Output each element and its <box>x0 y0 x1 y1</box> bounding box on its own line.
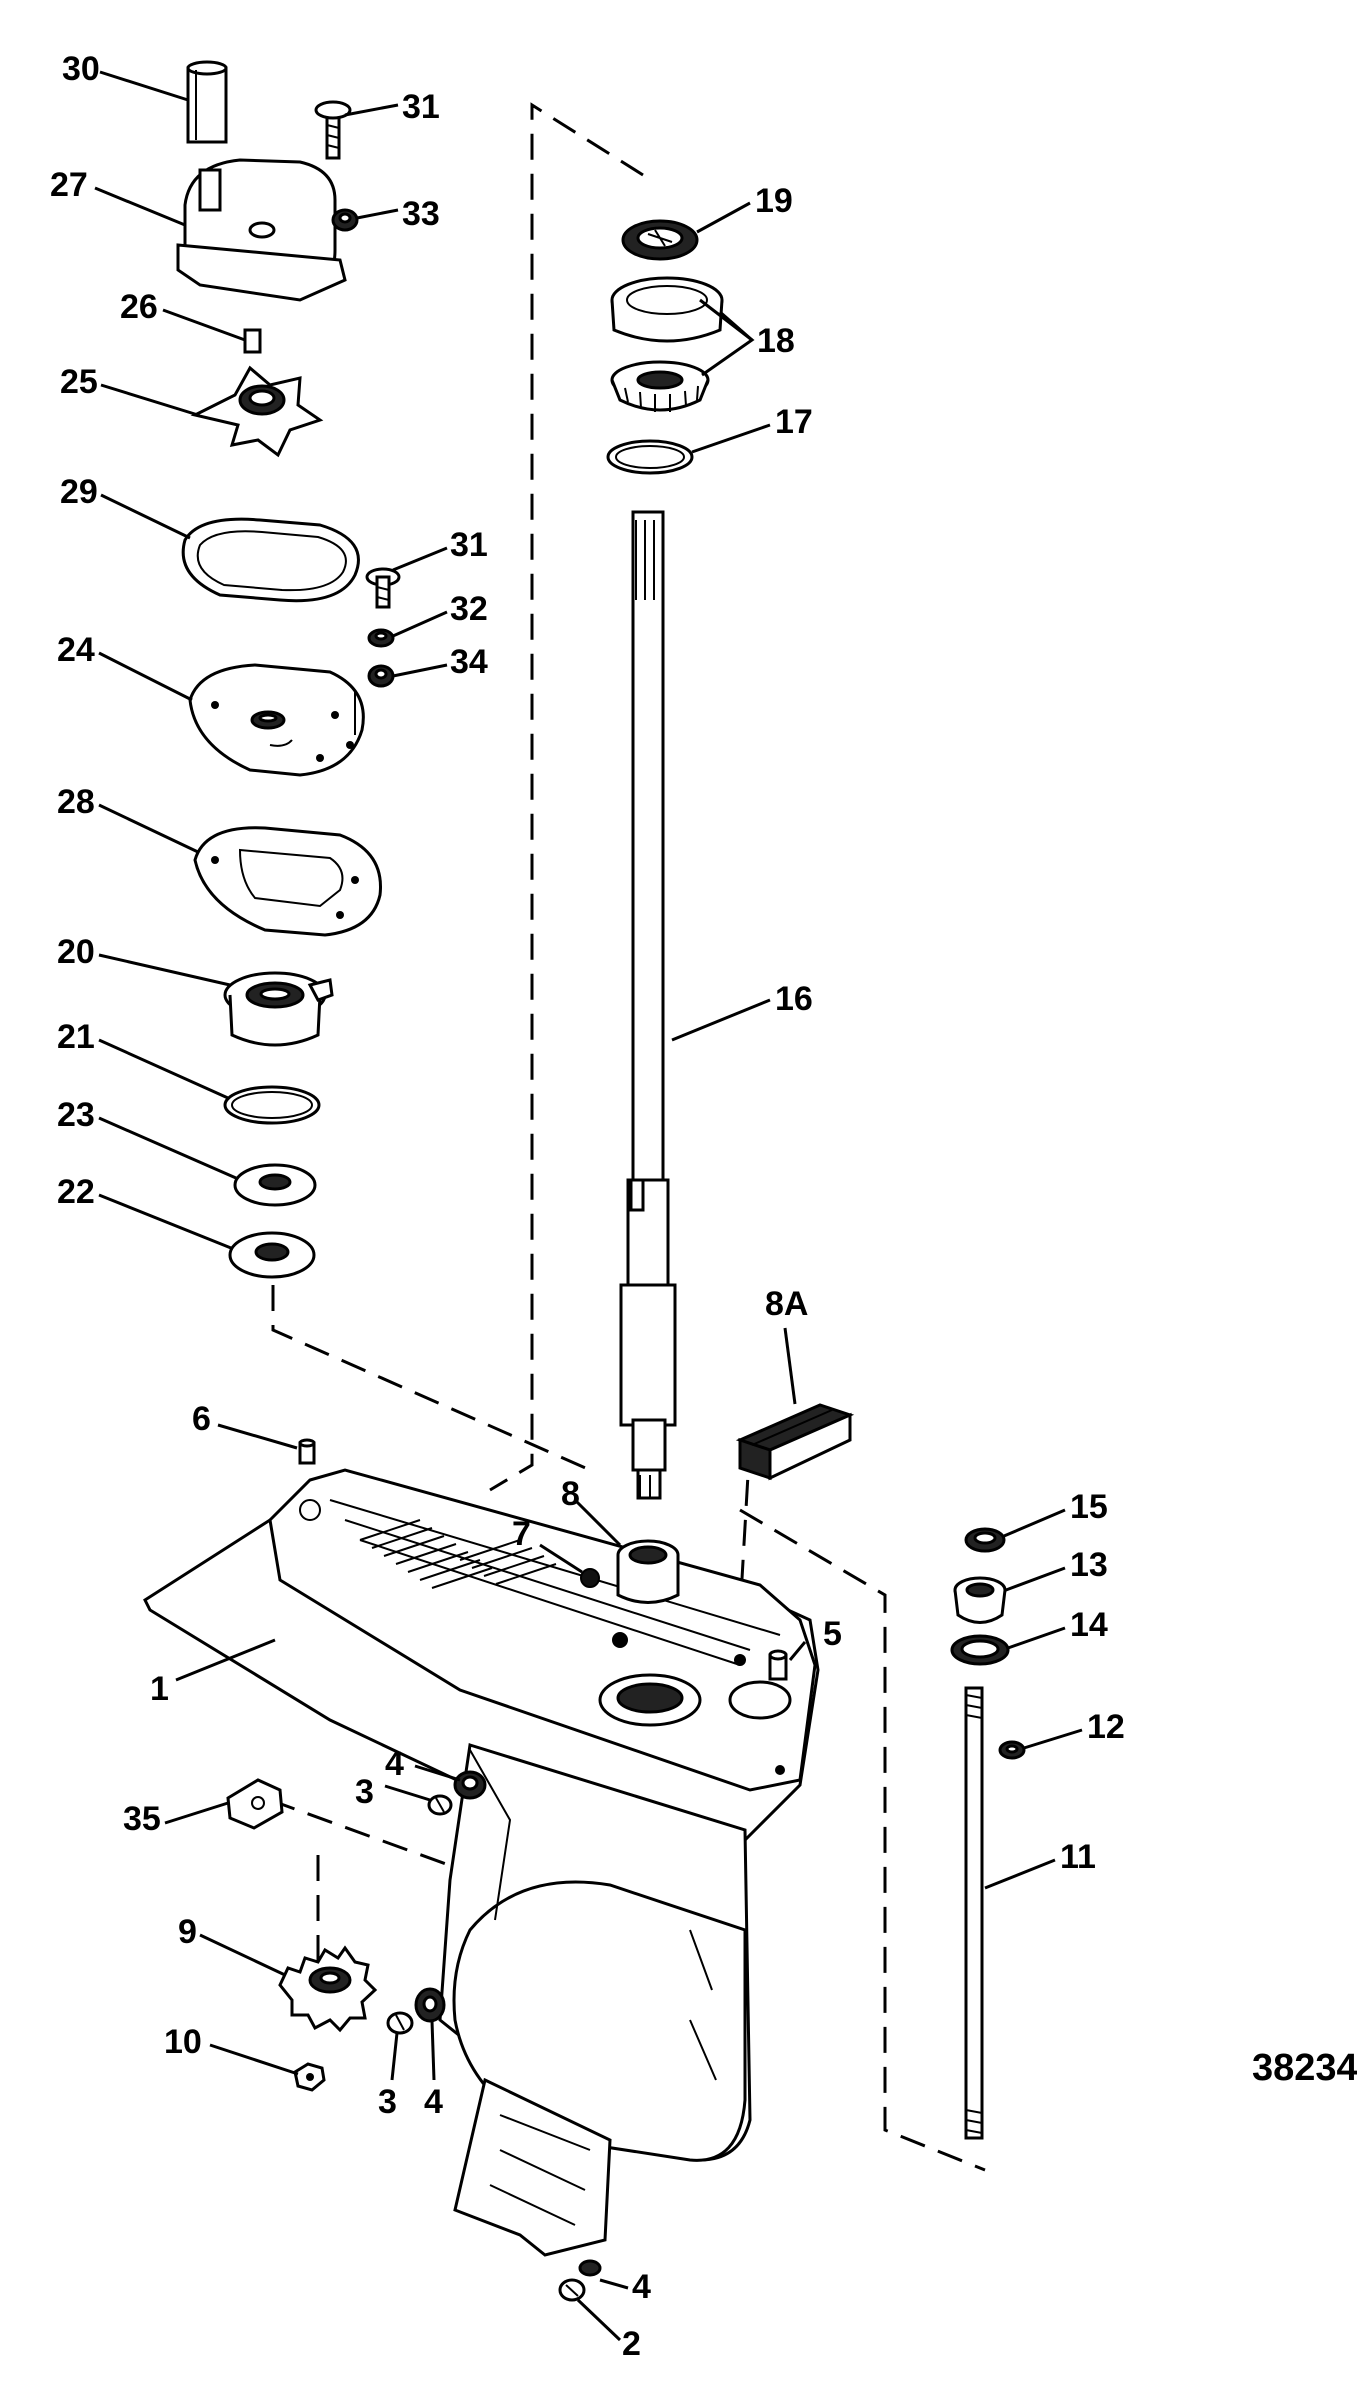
part-impeller <box>190 365 324 458</box>
label-23: 23 <box>57 1096 95 1134</box>
part-block-8a <box>735 1403 855 1481</box>
part-retainer-19 <box>621 219 699 261</box>
label-4-lower: 4 <box>424 2083 443 2121</box>
part-gasket-28 <box>193 826 382 937</box>
label-29: 29 <box>60 473 98 511</box>
part-shift-rod <box>964 1686 984 2140</box>
part-screw-2 <box>558 2278 586 2302</box>
label-18: 18 <box>757 322 795 360</box>
part-bushing-13 <box>953 1576 1007 1624</box>
part-seal-23 <box>233 1163 317 1207</box>
part-bearing-cone <box>610 360 710 412</box>
label-27: 27 <box>50 166 88 204</box>
label-2: 2 <box>622 2325 641 2363</box>
label-22: 22 <box>57 1173 95 1211</box>
label-13: 13 <box>1070 1546 1108 1584</box>
label-31b: 31 <box>450 526 488 564</box>
part-washer-33 <box>331 208 359 232</box>
leader-lines <box>94 70 1083 2342</box>
part-screw-top <box>314 100 352 160</box>
label-4-upper: 4 <box>385 1745 404 1783</box>
label-34: 34 <box>450 643 488 681</box>
label-12: 12 <box>1087 1708 1125 1746</box>
part-washer-4-lower <box>414 1987 446 2023</box>
label-17: 17 <box>775 403 813 441</box>
label-3-upper: 3 <box>355 1773 374 1811</box>
label-4-bottom: 4 <box>632 2268 651 2306</box>
part-insert-cup <box>223 971 334 1047</box>
label-8a: 8A <box>765 1285 808 1323</box>
part-ring-14 <box>950 1634 1010 1666</box>
label-32: 32 <box>450 590 488 628</box>
diagram-id: 38234 <box>1252 2047 1357 2089</box>
part-face-plate <box>188 663 365 777</box>
part-tube <box>186 60 228 144</box>
label-5: 5 <box>823 1615 842 1653</box>
part-pinion-gear <box>278 1945 378 2033</box>
part-screw-3-lower <box>386 2011 414 2035</box>
label-14: 14 <box>1070 1606 1108 1644</box>
label-31a: 31 <box>402 88 440 126</box>
part-washer-32 <box>367 628 395 648</box>
label-3-lower: 3 <box>378 2083 397 2121</box>
label-16: 16 <box>775 980 813 1018</box>
part-screw-mid <box>365 567 401 609</box>
label-19: 19 <box>755 182 793 220</box>
label-15: 15 <box>1070 1488 1108 1526</box>
part-anode-35 <box>226 1778 284 1830</box>
label-7: 7 <box>512 1515 531 1553</box>
label-24: 24 <box>57 631 95 669</box>
label-8: 8 <box>561 1475 580 1513</box>
part-gasket-29 <box>181 517 360 603</box>
label-1: 1 <box>150 1670 169 1708</box>
part-washer-15 <box>964 1527 1006 1553</box>
part-bearing-cup <box>610 276 724 343</box>
drive-shaft <box>619 510 677 1500</box>
part-o-ring-21 <box>223 1085 321 1125</box>
part-o-ring-17 <box>606 439 694 475</box>
part-washer-12 <box>998 1740 1026 1760</box>
part-nut-10 <box>293 2062 326 2092</box>
label-25: 25 <box>60 363 98 401</box>
part-dowel-7 <box>580 1568 600 1588</box>
part-labels: 30 31 27 33 26 25 29 31 32 34 24 28 20 2… <box>50 50 1357 2363</box>
part-key <box>243 328 262 354</box>
label-9: 9 <box>178 1913 197 1951</box>
label-6: 6 <box>192 1400 211 1438</box>
part-seal-22 <box>228 1231 316 1279</box>
label-21: 21 <box>57 1018 95 1056</box>
part-nut-34 <box>367 664 395 688</box>
part-screw-3-upper <box>427 1794 453 1816</box>
part-pump-housing <box>176 158 347 302</box>
part-needle-bearing <box>616 1539 680 1604</box>
label-30: 30 <box>62 50 100 88</box>
part-pin-5 <box>768 1649 788 1681</box>
part-pin-6 <box>298 1438 316 1465</box>
part-gear-housing <box>143 1468 820 2257</box>
label-20: 20 <box>57 933 95 971</box>
part-washer-4-upper <box>453 1770 487 1800</box>
label-11: 11 <box>1060 1838 1096 1876</box>
label-26: 26 <box>120 288 158 326</box>
label-10: 10 <box>164 2023 202 2061</box>
label-33: 33 <box>402 195 440 233</box>
label-35: 35 <box>123 1800 161 1838</box>
part-washer-4-bottom <box>578 2259 602 2277</box>
label-28: 28 <box>57 783 95 821</box>
